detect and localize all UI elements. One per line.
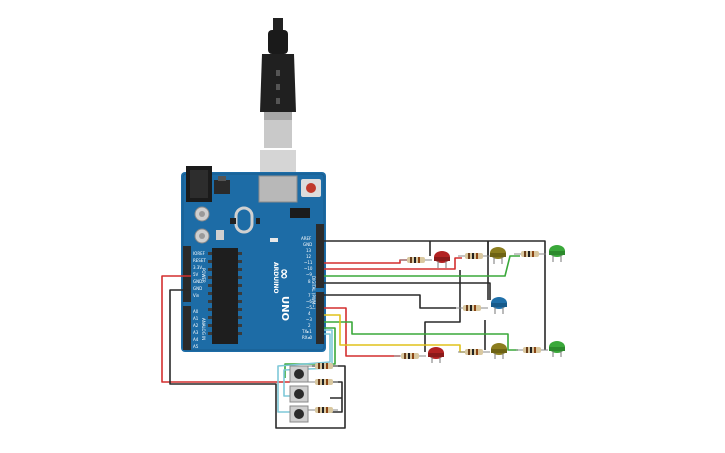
pin-label: 7 xyxy=(308,293,311,298)
pin-label: 12 xyxy=(306,254,312,259)
power-header xyxy=(183,246,191,302)
pin-label: 13 xyxy=(306,248,312,253)
pin-label: ~5 xyxy=(306,305,312,310)
digital-pin-labels: AREF GND 13 12 ~11 ~10 ~9 8 7 ~6 ~5 4 ~3… xyxy=(301,236,313,340)
arduino-logo-symbol: ∞ xyxy=(276,268,292,280)
pushbutton xyxy=(289,385,309,403)
resistor xyxy=(394,353,426,359)
pin-label: GND xyxy=(193,279,202,284)
pin-label: RESET xyxy=(193,258,206,263)
pushbutton xyxy=(289,405,309,423)
analog-header xyxy=(183,306,191,350)
digital-caption: DIGITAL (PWM~) xyxy=(311,276,316,310)
pin-label: IOREF xyxy=(193,251,206,256)
wire-black-pin8 xyxy=(324,282,491,300)
pushbuttons xyxy=(289,365,309,423)
pin-label: A4 xyxy=(193,337,199,342)
wire-ground-lower xyxy=(424,270,461,352)
wire-green-pin4 xyxy=(324,321,518,351)
wire-red-pin11 xyxy=(324,259,408,264)
pin-label: ~6 xyxy=(306,299,312,304)
led-yellow-top xyxy=(490,247,506,264)
led-green-top xyxy=(549,245,565,262)
power-caption: POWER xyxy=(201,268,206,283)
led-green-bottom xyxy=(549,341,565,357)
pin-label: 2 xyxy=(308,323,311,328)
pin-label: Vin xyxy=(193,293,200,298)
resistor xyxy=(308,379,338,385)
pin-label: ~3 xyxy=(306,317,312,322)
resistor xyxy=(308,363,338,369)
pin-label: GND xyxy=(303,242,312,247)
pin-label: A3 xyxy=(193,330,199,335)
wire-green-btn xyxy=(284,327,336,378)
usb-cable xyxy=(260,18,296,194)
power-pin-labels: IOREF RESET 3.3V 5V GND GND Vin xyxy=(193,251,206,298)
brand-label: ARDUINO xyxy=(272,262,279,293)
wire-red-pin6 xyxy=(324,307,400,357)
resistor xyxy=(514,251,546,257)
led-red-top xyxy=(434,251,450,268)
wire-green-pin9 xyxy=(324,255,520,277)
resistors xyxy=(308,251,548,413)
wire-ground-bus xyxy=(324,240,546,350)
analog-caption: ANALOG IN xyxy=(201,318,206,340)
pin-label: 5V xyxy=(193,272,199,277)
pin-label: GND xyxy=(193,286,202,291)
pin-label: ~11 xyxy=(304,260,313,265)
pin-label: AREF xyxy=(301,236,312,241)
wires xyxy=(161,240,546,429)
pin-label: ~10 xyxy=(304,266,313,271)
resistor xyxy=(400,257,432,263)
pin-label: A5 xyxy=(193,344,199,349)
pin-label: 4 xyxy=(308,311,311,316)
pin-label: RX◂0 xyxy=(302,335,313,340)
pin-label: ~9 xyxy=(306,272,312,277)
resistor xyxy=(458,349,490,355)
pin-label: 8 xyxy=(308,279,311,284)
atmega-chip xyxy=(212,248,238,344)
wire-black-gnd-left xyxy=(169,289,346,429)
led-yellow-bottom xyxy=(491,343,507,359)
usb-port xyxy=(258,175,298,203)
leds xyxy=(428,245,565,363)
pin-label: TX▸1 xyxy=(301,329,312,334)
arduino-uno-board: ∞ ARDUINO UNO DIGITAL (PWM~) ANALOG IN P… xyxy=(181,166,326,352)
pin-label: A0 xyxy=(193,309,199,314)
model-label: UNO xyxy=(279,296,290,321)
resistor xyxy=(458,253,490,259)
pin-label: A2 xyxy=(193,323,199,328)
pin-label: 3.3V xyxy=(193,265,202,270)
pin-label: A1 xyxy=(193,316,199,321)
led-red-bottom xyxy=(428,347,444,363)
led-blue xyxy=(491,297,507,314)
wire-black-pin7 xyxy=(324,294,456,309)
pushbutton xyxy=(289,365,309,383)
digital-header-lower xyxy=(316,292,324,344)
digital-header-upper xyxy=(316,224,324,288)
wire-red-5v xyxy=(161,275,290,383)
analog-pin-labels: A0 A1 A2 A3 A4 A5 xyxy=(193,309,199,349)
resistor xyxy=(516,347,548,353)
wire-red-pin10 xyxy=(324,257,462,270)
wire-teal-pin2 xyxy=(277,333,331,413)
resistor xyxy=(456,305,488,311)
resistor xyxy=(308,407,338,413)
